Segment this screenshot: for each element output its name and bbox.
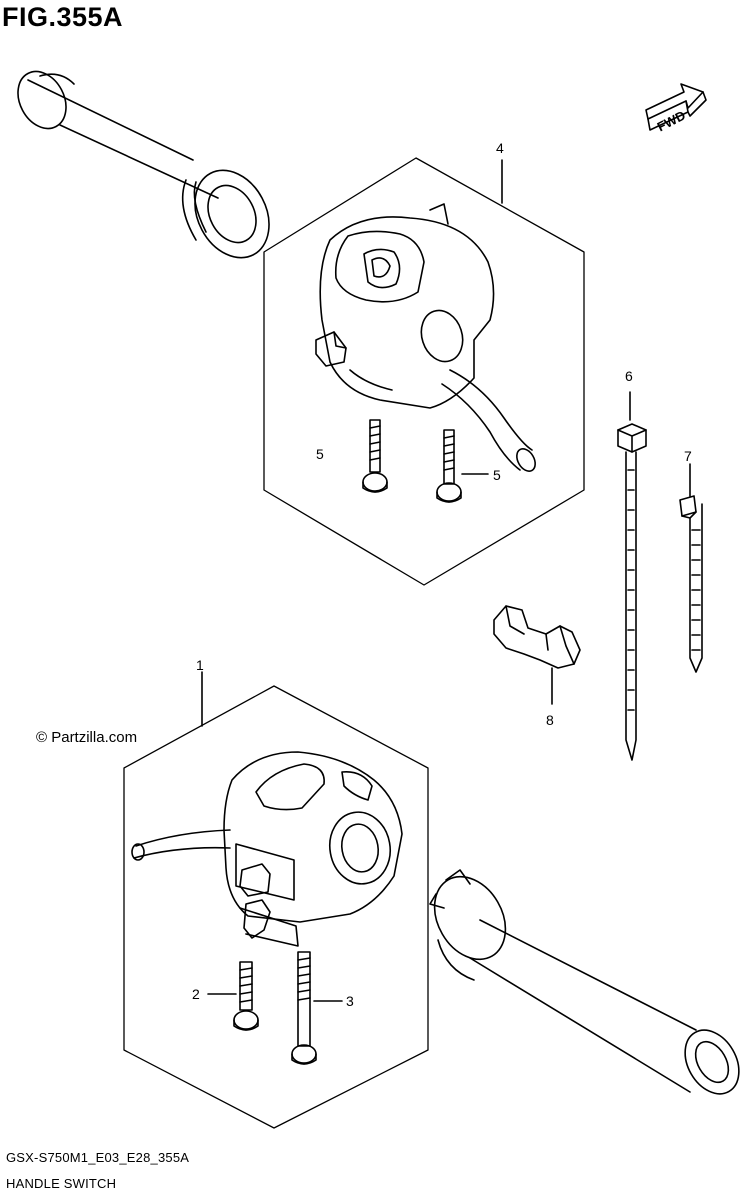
callout-5a: 5 (316, 446, 324, 462)
model-code: GSX-S750M1_E03_E28_355A (6, 1150, 190, 1165)
callout-2: 2 (192, 986, 200, 1002)
section-name: HANDLE SWITCH (6, 1176, 117, 1191)
band-7-drawing (680, 464, 702, 672)
callout-7: 7 (684, 448, 692, 464)
cable-tie-6-drawing (618, 392, 646, 760)
callout-3: 3 (346, 993, 354, 1009)
screw-2-drawing (234, 962, 258, 1030)
watermark-text: © Partzilla.com (36, 729, 138, 746)
right-handle-switch-drawing (316, 204, 539, 474)
screw-5a-drawing (363, 420, 387, 492)
left-handle-switch-drawing (132, 752, 402, 946)
fwd-arrow-icon: FWD (646, 84, 706, 134)
figure-title: FIG.355A (2, 2, 124, 32)
screw-5b-drawing (437, 430, 461, 502)
callout-6: 6 (625, 368, 633, 384)
callout-1: 1 (196, 657, 204, 673)
screw-3-drawing (292, 952, 316, 1064)
callout-5b: 5 (493, 467, 501, 483)
switch-assembly-frame-lower (124, 686, 428, 1128)
right-grip-drawing (8, 63, 283, 270)
callout-8: 8 (546, 712, 554, 728)
switch-assembly-frame-upper (264, 158, 584, 585)
callout-4: 4 (496, 140, 504, 156)
clamp-8-drawing (494, 606, 580, 704)
left-grip-drawing (420, 864, 744, 1104)
